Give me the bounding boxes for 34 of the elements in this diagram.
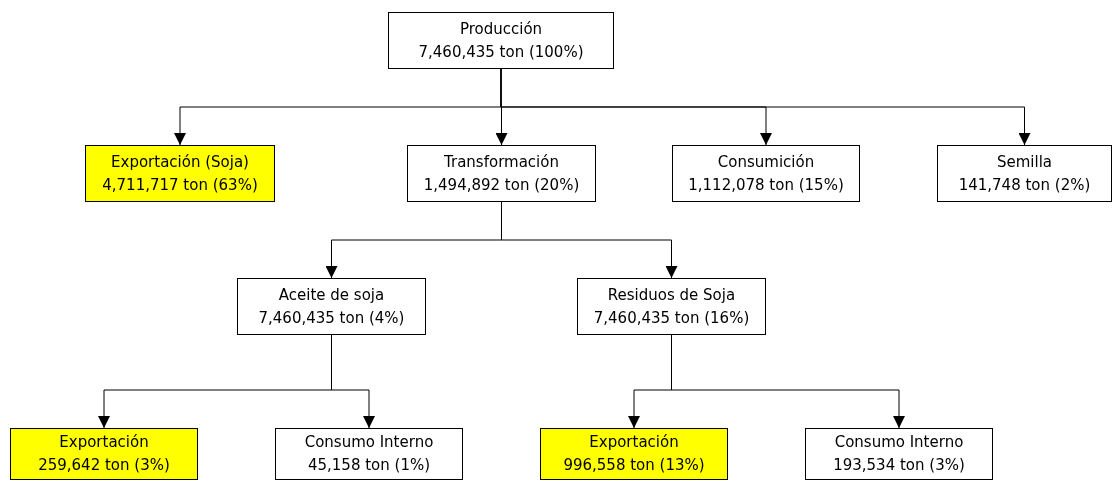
process-box <box>805 428 993 480</box>
process-box <box>85 145 275 202</box>
process-box <box>237 278 426 335</box>
node-title: Exportación <box>589 432 679 453</box>
node-value: 259,642 ton (3%) <box>38 455 170 476</box>
node-value: 7,460,435 ton (100%) <box>418 41 584 63</box>
process-box <box>540 428 728 480</box>
node-value: 141,748 ton (2%) <box>958 174 1091 196</box>
node-title: Transformación <box>444 151 559 173</box>
process-box <box>10 428 198 480</box>
node-title: Exportación <box>59 432 149 453</box>
node-title: Consumo Interno <box>834 432 964 453</box>
node-title: Aceite de soja <box>278 284 385 306</box>
process-box <box>388 12 614 69</box>
process-box <box>577 278 766 335</box>
node-title: Producción <box>459 18 543 40</box>
node-value: 45,158 ton (1%) <box>307 455 431 476</box>
node-value: 193,534 ton (3%) <box>833 455 965 476</box>
node-value: 4,711,717 ton (63%) <box>102 174 258 196</box>
process-box <box>937 145 1112 202</box>
arrow <box>500 68 1031 146</box>
node-title: Exportación (Soja) <box>111 151 249 173</box>
node-value: 996,558 ton (13%) <box>563 455 705 476</box>
node-value: 7,460,435 ton (4%) <box>258 307 405 329</box>
node-value: 7,460,435 ton (16%) <box>593 307 750 329</box>
node-title: Consumición <box>717 151 815 173</box>
node-title: Residuos de Soja <box>607 284 736 306</box>
node-value: 1,112,078 ton (15%) <box>688 174 844 196</box>
process-box <box>275 428 463 480</box>
node-title: Semilla <box>996 151 1053 173</box>
node-value: 1,494,892 ton (20%) <box>423 174 580 196</box>
process-box <box>672 145 860 202</box>
process-box <box>407 145 596 202</box>
node-title: Consumo Interno <box>304 432 434 453</box>
